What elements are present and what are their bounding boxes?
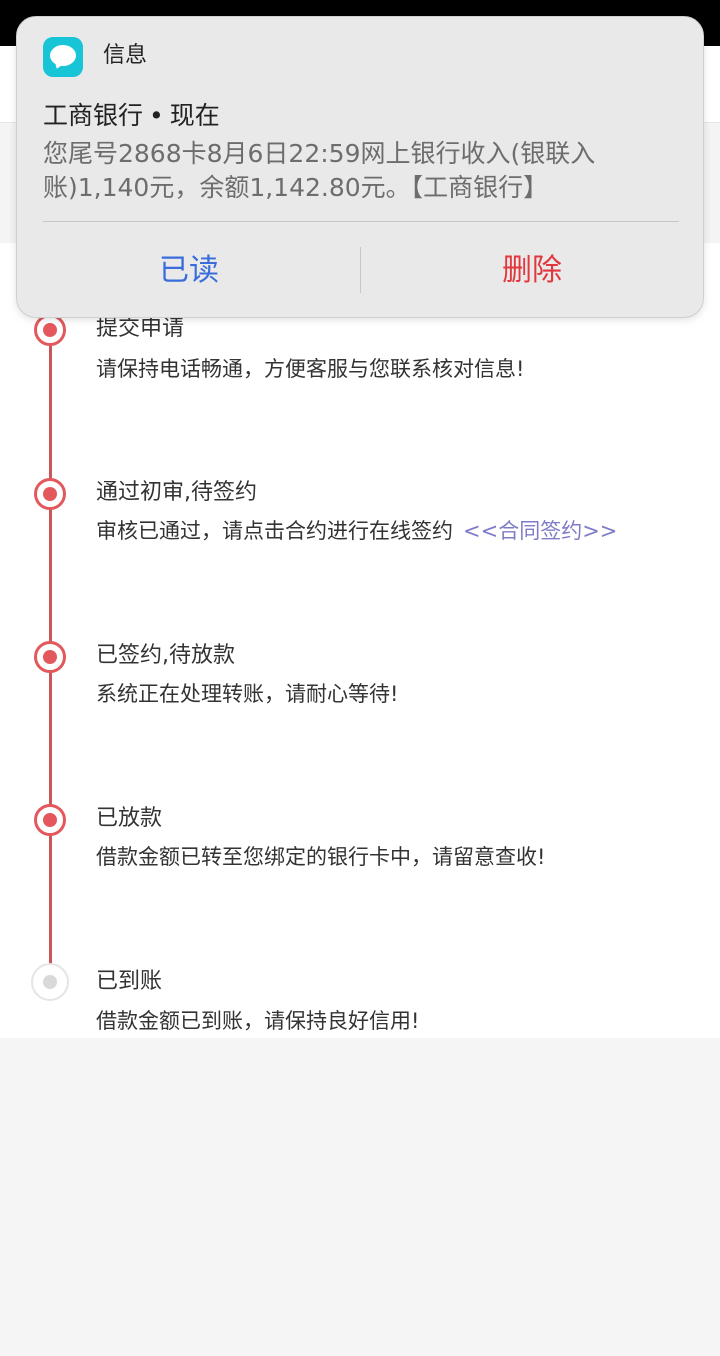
step-indicator-submitted xyxy=(34,314,66,346)
step-description: 请保持电话畅通，方便客服与您联系核对信息! xyxy=(96,357,525,381)
notification-time: 现在 xyxy=(169,101,220,130)
sms-notification[interactable]: 信息 工商银行•现在 您尾号2868卡8月6日22:59网上银行收入(银联入账)… xyxy=(16,16,704,318)
step-description: 借款金额已转至您绑定的银行卡中，请留意查收! xyxy=(96,845,546,869)
button-divider xyxy=(360,247,361,293)
delete-button[interactable]: 删除 xyxy=(502,253,562,288)
step-description: 审核已通过，请点击合约进行在线签约 xyxy=(96,519,453,543)
contract-sign-link[interactable]: <<合同签约>> xyxy=(463,519,618,543)
sender-name: 工商银行 xyxy=(43,101,144,130)
app-name: 信息 xyxy=(103,43,148,68)
step-indicator-approved xyxy=(34,478,66,510)
step-indicator-signed xyxy=(34,641,66,673)
progress-content xyxy=(0,243,720,1038)
mark-read-button[interactable]: 已读 xyxy=(159,253,219,288)
notification-body: 您尾号2868卡8月6日22:59网上银行收入(银联入账)1,140元，余额1,… xyxy=(43,139,596,202)
message-bubble-icon xyxy=(43,37,83,77)
step-title: 通过初审,待签约 xyxy=(96,480,257,505)
step-indicator-arrived xyxy=(31,963,69,1001)
step-title: 已到账 xyxy=(96,969,163,994)
separator-dot: • xyxy=(149,101,164,130)
step-title: 提交申请 xyxy=(96,316,185,341)
step-description-row: 审核已通过，请点击合约进行在线签约 <<合同签约>> xyxy=(96,516,617,546)
step-description: 系统正在处理转账，请耐心等待! xyxy=(96,682,399,706)
step-title: 已放款 xyxy=(96,806,163,831)
notification-header: 工商银行•现在 xyxy=(43,99,220,133)
divider xyxy=(43,221,679,222)
step-description: 借款金额已到账，请保持良好信用! xyxy=(96,1009,420,1033)
step-title: 已签约,待放款 xyxy=(96,643,235,668)
step-indicator-disbursed xyxy=(34,804,66,836)
